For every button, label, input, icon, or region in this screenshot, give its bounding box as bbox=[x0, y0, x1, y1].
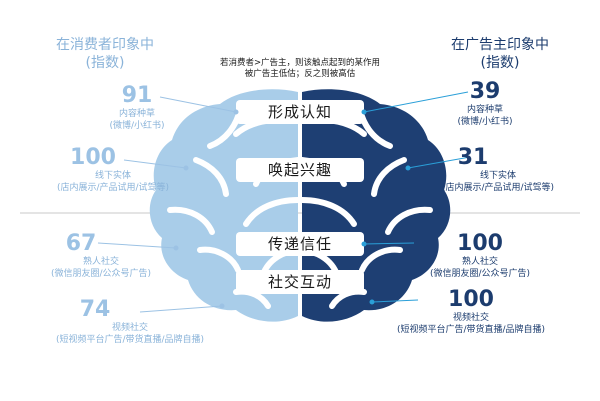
consumer-header-line2: (指数) bbox=[85, 55, 125, 71]
stage-band-3 bbox=[236, 232, 364, 256]
stage-label-awareness: 形成认知 bbox=[267, 103, 332, 121]
touchpoint-sub-acquaintance-right: (微信朋友圈/公众号广告) bbox=[429, 269, 531, 279]
touchpoint-sub-video-right: (短视频平台广告/带货直播/品牌自播) bbox=[396, 325, 546, 335]
consumer-value-offline: 100 bbox=[70, 145, 116, 170]
touchpoint-name-video-right: 视频社交 bbox=[452, 313, 489, 323]
consumer-touchpoint-video: 74 视频社交 (短视频平台广告/带货直播/品牌自播) bbox=[40, 298, 220, 346]
explanation-note: 若消费者>广告主，则该触点起到的某作用 被广告主低估；反之则被高估 bbox=[185, 58, 415, 80]
touchpoint-name-video-left: 视频社交 bbox=[111, 323, 148, 333]
advertiser-touchpoint-offline: 31 线下实体 (店内展示/产品试用/试驾等) bbox=[428, 146, 568, 194]
consumer-value-video: 74 bbox=[79, 297, 111, 322]
touchpoint-name-offline-left: 线下实体 bbox=[94, 171, 131, 181]
left-connectors bbox=[97, 96, 239, 313]
touchpoint-sub-content-right: (微博/小红书) bbox=[457, 117, 513, 127]
advertiser-touchpoint-acquaintance: 100 熟人社交 (微信朋友圈/公众号广告) bbox=[410, 232, 550, 280]
touchpoint-name-acquaintance-left: 熟人社交 bbox=[82, 257, 119, 267]
consumer-touchpoint-offline: 100 线下实体 (店内展示/产品试用/试驾等) bbox=[48, 146, 178, 194]
touchpoint-name-offline-right: 线下实体 bbox=[479, 171, 516, 181]
touchpoint-name-content-left: 内容种草 bbox=[118, 109, 155, 119]
stage-label-trust: 传递信任 bbox=[267, 235, 332, 253]
advertiser-touchpoint-video: 100 视频社交 (短视频平台广告/带货直播/品牌自播) bbox=[376, 288, 566, 336]
stage-band-2 bbox=[236, 158, 364, 182]
advertiser-header-line2: (指数) bbox=[480, 55, 520, 71]
consumer-header: 在消费者印象中 (指数) bbox=[30, 36, 180, 72]
touchpoint-name-content-right: 内容种草 bbox=[466, 105, 503, 115]
stage-label-interest: 唤起兴趣 bbox=[267, 161, 332, 179]
stage-band-4 bbox=[236, 270, 364, 294]
advertiser-header: 在广告主印象中 (指数) bbox=[425, 36, 575, 72]
note-line2: 被广告主低估；反之则被高估 bbox=[244, 69, 356, 79]
advertiser-value-offline: 31 bbox=[457, 145, 489, 170]
advertiser-touchpoint-content: 39 内容种草 (微博/小红书) bbox=[440, 80, 530, 128]
consumer-value-content: 91 bbox=[121, 83, 153, 108]
stage-label-social: 社交互动 bbox=[267, 273, 332, 291]
touchpoint-sub-offline-left: (店内展示/产品试用/试驾等) bbox=[56, 183, 170, 193]
consumer-touchpoint-acquaintance: 67 熟人社交 (微信朋友圈/公众号广告) bbox=[36, 232, 166, 280]
touchpoint-sub-content-left: (微博/小红书) bbox=[109, 121, 165, 131]
note-line1: 若消费者>广告主，则该触点起到的某作用 bbox=[219, 58, 381, 68]
consumer-value-acquaintance: 67 bbox=[65, 231, 97, 256]
stage-band-1 bbox=[236, 100, 364, 124]
advertiser-value-video: 100 bbox=[448, 287, 494, 312]
advertiser-value-content: 39 bbox=[469, 79, 501, 104]
left-hemisphere bbox=[149, 89, 301, 322]
touchpoint-name-acquaintance-right: 熟人社交 bbox=[461, 257, 498, 267]
consumer-header-line1: 在消费者印象中 bbox=[56, 37, 154, 53]
right-connectors bbox=[361, 91, 471, 305]
touchpoint-sub-offline-right: (店内展示/产品试用/试驾等) bbox=[441, 183, 555, 193]
advertiser-header-line1: 在广告主印象中 bbox=[451, 37, 549, 53]
advertiser-value-acquaintance: 100 bbox=[457, 231, 503, 256]
touchpoint-sub-video-left: (短视频平台广告/带货直播/品牌自播) bbox=[55, 335, 205, 345]
touchpoint-sub-acquaintance-left: (微信朋友圈/公众号广告) bbox=[50, 269, 152, 279]
consumer-touchpoint-content: 91 内容种草 (微博/小红书) bbox=[92, 84, 182, 132]
